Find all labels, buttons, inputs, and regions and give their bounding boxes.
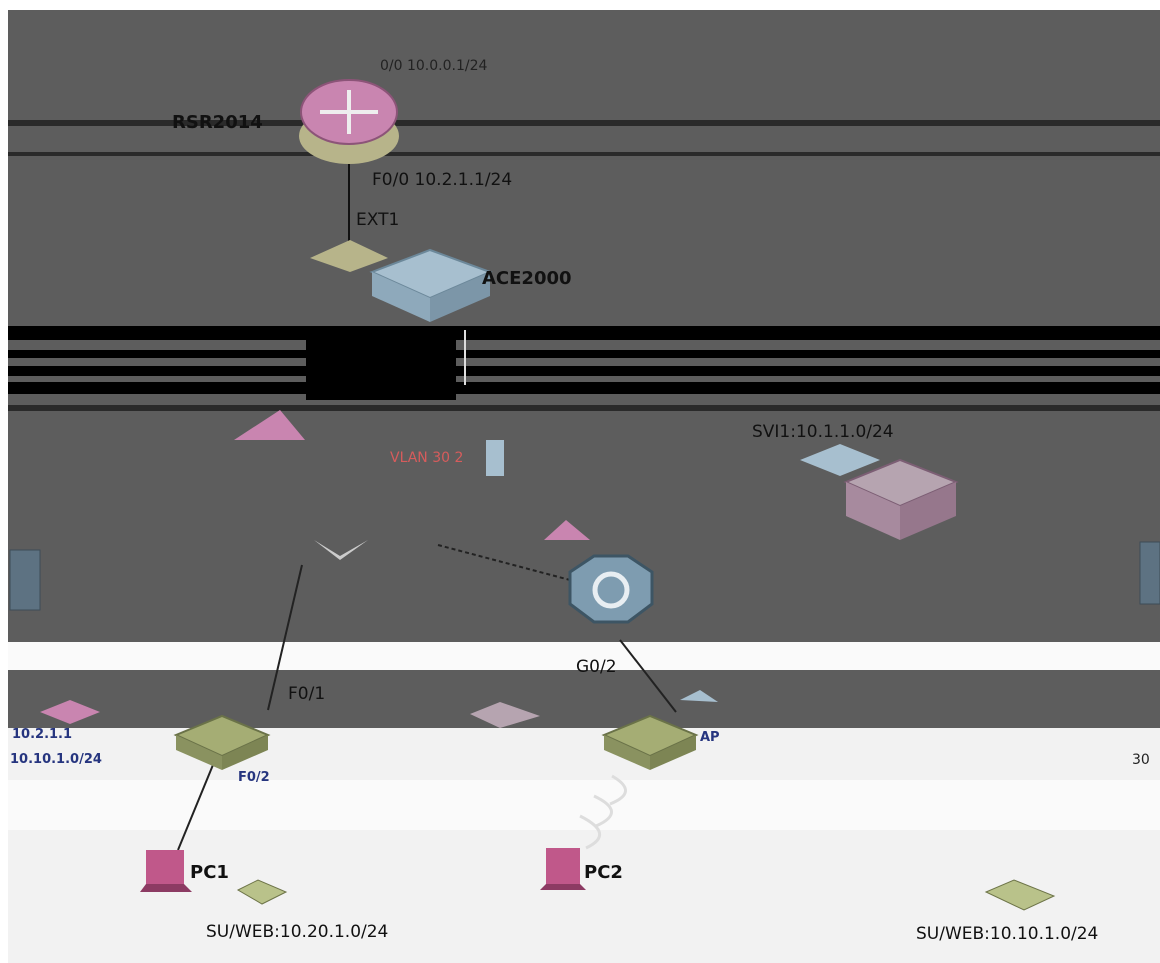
link-core-switch-left bbox=[267, 564, 303, 711]
controller-port-label: G0/2 bbox=[576, 657, 617, 677]
router-left-icon bbox=[40, 700, 100, 724]
stripe bbox=[8, 405, 1160, 411]
link-controller-switch-right bbox=[619, 639, 677, 713]
link-switch-pc1 bbox=[177, 759, 216, 851]
router-top-label: 0/0 10.0.0.1/24 bbox=[380, 58, 488, 74]
stripe bbox=[8, 642, 1160, 670]
stripe bbox=[8, 382, 1160, 394]
stripe bbox=[8, 780, 1160, 830]
left-edge-label: 10.10.1.0/24 bbox=[10, 752, 102, 767]
router-mid-icon bbox=[470, 702, 540, 728]
pc1-label[interactable]: PC1 bbox=[190, 862, 229, 883]
pc2-label[interactable]: PC2 bbox=[584, 862, 623, 883]
switch-left-tag-label: F0/2 bbox=[238, 770, 270, 785]
small-node-icon bbox=[680, 690, 718, 702]
ace-port-label: EXT1 bbox=[356, 210, 400, 230]
subnet-right-label: SU/WEB:10.10.1.0/24 bbox=[916, 924, 1099, 944]
stripe bbox=[8, 152, 1160, 156]
ap-left-icon bbox=[236, 879, 288, 905]
ace-gateway-icon[interactable] bbox=[310, 240, 493, 322]
pc1-laptop-icon[interactable] bbox=[140, 850, 192, 892]
left-vlan-label: 10.2.1.1 bbox=[12, 727, 73, 742]
left-misc-label: VLAN 30 2 bbox=[390, 450, 464, 466]
ap-port-label: AP bbox=[700, 730, 720, 745]
vlan-right-label: SVI1:10.1.1.0/24 bbox=[752, 422, 894, 442]
ap-right-icon bbox=[984, 879, 1056, 911]
black-block bbox=[306, 340, 456, 400]
switch-right-icon[interactable] bbox=[601, 714, 699, 770]
small-node-icon bbox=[544, 520, 590, 540]
link-core-controller bbox=[437, 544, 571, 581]
switch-left-icon[interactable] bbox=[173, 714, 271, 770]
subnet-left-label: SU/WEB:10.20.1.0/24 bbox=[206, 922, 389, 942]
router-icon[interactable] bbox=[299, 79, 399, 164]
server-left-icon bbox=[9, 549, 41, 611]
switch-left-port-label: F0/1 bbox=[288, 684, 326, 704]
stripe bbox=[8, 366, 1160, 376]
wireless-waves bbox=[579, 774, 627, 850]
ace-name: ACE2000 bbox=[482, 268, 572, 289]
stripe bbox=[8, 326, 1160, 340]
server-right-icon bbox=[1139, 541, 1160, 605]
stripe bbox=[8, 120, 1160, 126]
stripe bbox=[8, 350, 1160, 358]
core-switch-icon[interactable] bbox=[800, 444, 959, 540]
server-mid-icon bbox=[486, 440, 504, 476]
diagram-floor bbox=[8, 728, 1160, 963]
small-node-icon bbox=[314, 540, 368, 560]
wireless-controller-icon[interactable] bbox=[568, 554, 654, 624]
right-edge-label: 30 bbox=[1132, 752, 1150, 768]
router-name: RSR2014 bbox=[172, 112, 263, 133]
router-port-label: F0/0 10.2.1.1/24 bbox=[372, 170, 513, 190]
switch-left-top-icon bbox=[234, 410, 305, 440]
pc2-laptop-icon[interactable] bbox=[540, 848, 586, 890]
